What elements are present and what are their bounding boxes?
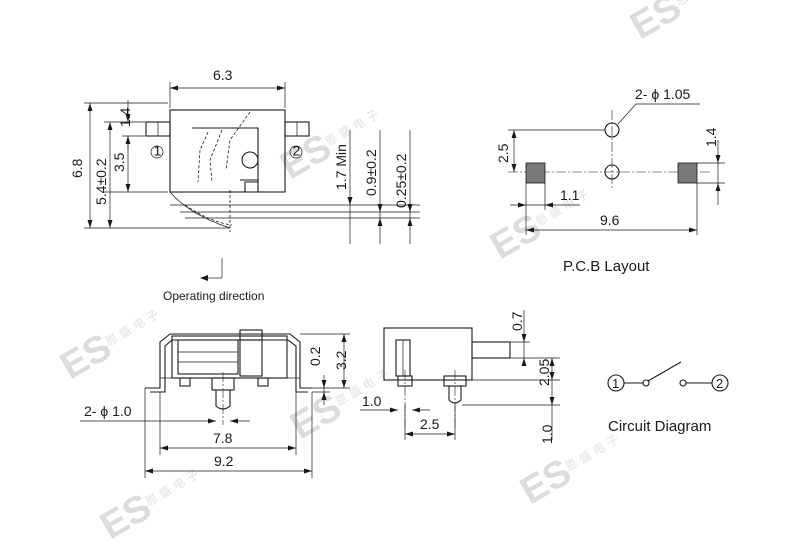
svg-text:恩 盛 电 子: 恩 盛 电 子 xyxy=(102,306,161,349)
front-dim-outer: 9.2 xyxy=(214,453,234,469)
top-dim-travel: 0.9±0.2 xyxy=(363,149,379,196)
circuit-pin2-label: 2 xyxy=(716,376,723,391)
top-dim-pin: 1.4 xyxy=(117,107,133,127)
front-view-outline xyxy=(145,333,312,389)
top-view-hidden-lines xyxy=(197,129,223,183)
pcb-pad-left xyxy=(525,162,546,184)
top-dim-width: 6.3 xyxy=(213,67,233,83)
top-view: 1 2 6.3 6.8 5.4±0.2 3.5 1 xyxy=(69,67,420,244)
circuit-contact-right xyxy=(679,379,687,387)
pcb-layout: 2- ϕ 1.05 2.5 1.4 1.1 9.6 P.C.B Layout xyxy=(495,86,725,275)
circuit-title: Circuit Diagram xyxy=(608,418,711,435)
side-view: 0.7 2.05 1.0 1.0 2.5 xyxy=(360,310,560,444)
circuit-contact-left xyxy=(642,379,650,387)
front-view: 0.2 3.2 2- ϕ 1.0 7.8 9.2 xyxy=(80,329,350,478)
watermark-6: ES 恩 盛 电 子 xyxy=(514,431,622,513)
pcb-dim-offset: 1.1 xyxy=(560,187,580,203)
top-dim-to-pin: 5.4±0.2 xyxy=(93,158,109,205)
side-dim-left: 1.0 xyxy=(362,393,382,409)
side-dim-stem: 2.05 xyxy=(536,359,552,386)
operating-direction: Operating direction xyxy=(163,258,264,303)
side-view-body xyxy=(383,327,473,381)
top-view-body xyxy=(169,109,286,193)
front-dim-small: 0.2 xyxy=(307,346,323,366)
top-view-pin2-marker xyxy=(289,145,303,159)
watermark-1: ES 恩 盛 电 子 xyxy=(624,0,732,48)
front-view-body xyxy=(171,335,288,379)
pcb-dim-pad: 1.4 xyxy=(703,127,719,147)
top-view-lever-outline xyxy=(192,127,259,192)
pcb-dim-width: 9.6 xyxy=(600,212,620,228)
circuit-diagram: 1 2 Circuit Diagram xyxy=(607,361,729,435)
pcb-hole-dim: 2- ϕ 1.05 xyxy=(635,86,691,102)
svg-text:恩 盛 电 子: 恩 盛 电 子 xyxy=(322,106,381,149)
top-dim-travel-min: 1.7 Min xyxy=(333,144,349,190)
pcb-pad-right xyxy=(677,162,698,184)
top-view-circle xyxy=(241,151,259,169)
operating-direction-label: Operating direction xyxy=(163,289,264,303)
front-dim-height: 3.2 xyxy=(333,350,349,370)
pcb-title: P.C.B Layout xyxy=(563,258,650,275)
pcb-dim-vert: 2.5 xyxy=(495,143,511,163)
side-dim-base: 2.5 xyxy=(420,416,440,432)
circuit-pin1-label: 1 xyxy=(612,376,619,391)
side-dim-top: 0.7 xyxy=(509,311,525,331)
top-view-pin1-label: 1 xyxy=(154,143,162,159)
pcb-hole-bottom xyxy=(604,164,620,180)
watermark-3: ES 恩 盛 电 子 xyxy=(484,186,592,268)
circuit-pin2-marker xyxy=(711,374,729,392)
front-dim-pin-dia: 2- ϕ 1.0 xyxy=(84,403,132,419)
front-dim-inner: 7.8 xyxy=(213,430,233,446)
watermark-4: ES 恩 盛 电 子 xyxy=(54,306,162,388)
side-view-stem xyxy=(471,341,511,359)
top-dim-height: 6.8 xyxy=(69,158,85,178)
circuit-switch-arm xyxy=(647,361,682,382)
top-view-pin1-marker xyxy=(150,145,164,159)
svg-text:恩 盛 电 子: 恩 盛 电 子 xyxy=(672,0,731,9)
side-dim-pin: 1.0 xyxy=(539,424,555,444)
svg-text:恩 盛 电 子: 恩 盛 电 子 xyxy=(562,431,621,474)
top-dim-small: 0.25±0.2 xyxy=(393,153,409,208)
top-dim-body: 3.5 xyxy=(111,152,127,172)
top-view-pin2-label: 2 xyxy=(293,143,301,159)
